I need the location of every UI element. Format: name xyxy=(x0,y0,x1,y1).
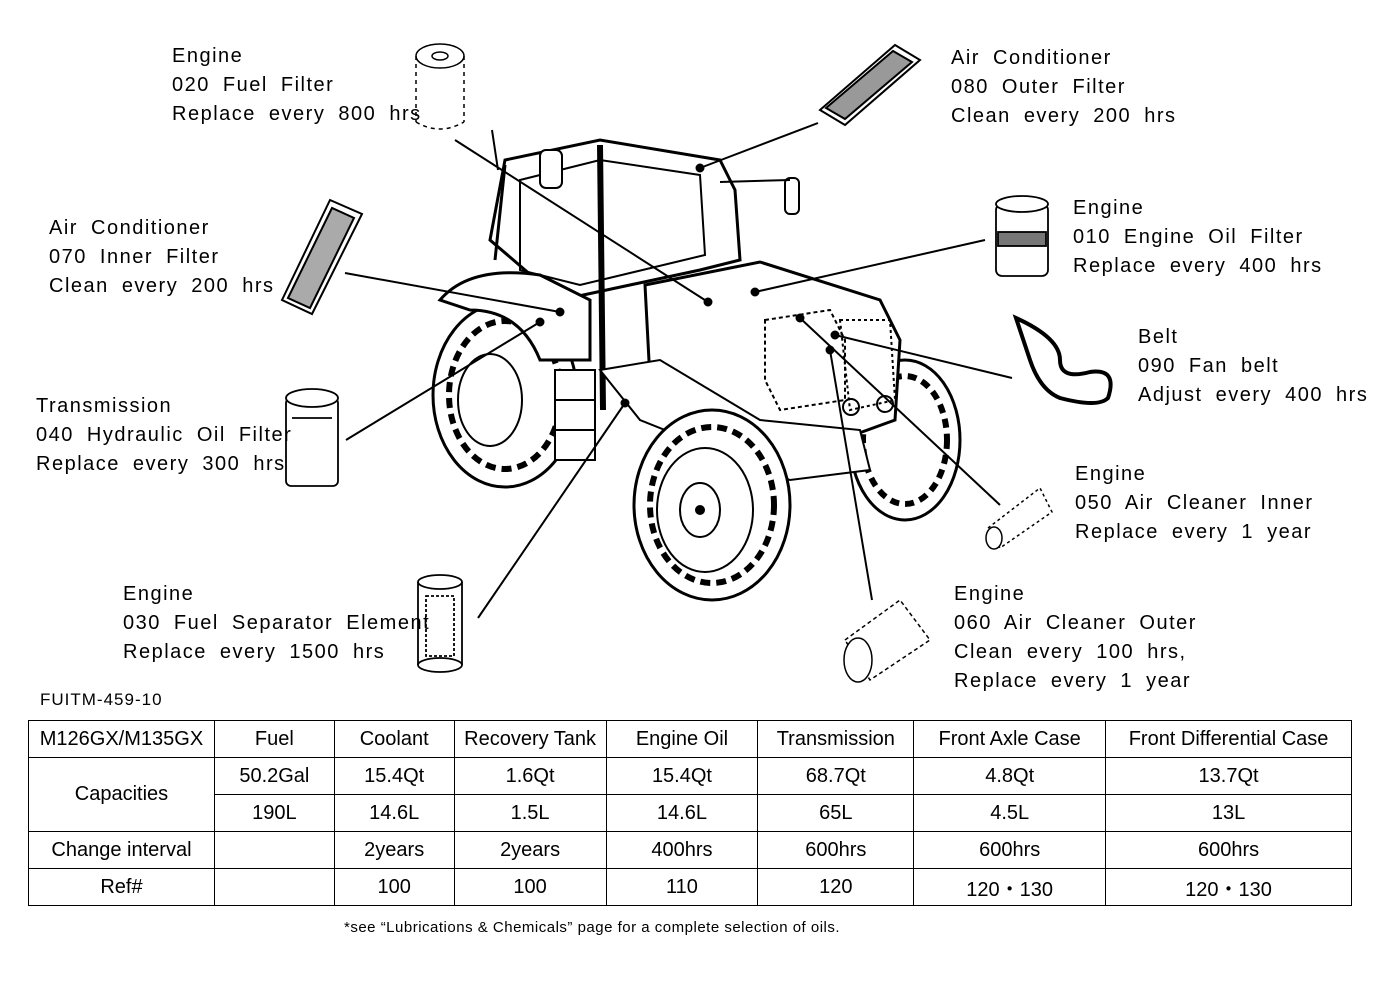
table-cell: 600hrs xyxy=(1105,831,1352,869)
table-header-row: M126GX/M135GX Fuel Coolant Recovery Tank… xyxy=(28,720,1352,758)
callout-fan-belt: Belt 090 Fan belt Adjust every 400 hrs xyxy=(1138,323,1368,410)
table-row: 190L 14.6L 1.5L 14.6L 65L 4.5L 13L xyxy=(29,794,1352,832)
fan-belt-icon xyxy=(1012,314,1113,405)
hydraulic-filter-icon xyxy=(285,388,339,487)
callout-part: 060 Air Cleaner Outer xyxy=(954,612,1197,634)
callout-system: Engine xyxy=(1075,463,1147,485)
row-label: Ref# xyxy=(28,868,215,906)
callout-part: 090 Fan belt xyxy=(1138,355,1280,377)
callout-part: 080 Outer Filter xyxy=(951,76,1126,98)
table-cell: 4.8Qt xyxy=(913,757,1107,795)
table-row: Change interval 2years 2years 400hrs 600… xyxy=(28,831,1352,869)
callout-air-cleaner-inner: Engine 050 Air Cleaner Inner Replace eve… xyxy=(1075,460,1314,547)
table-cell: 2years xyxy=(333,831,455,869)
fuel-separator-icon xyxy=(417,574,463,673)
footnote: *see “Lubrications & Chemicals” page for… xyxy=(344,919,841,936)
table-cell: 120・130 xyxy=(913,868,1107,906)
table-cell: 15.4Qt xyxy=(605,757,759,795)
table-cell: 13L xyxy=(1105,794,1352,832)
table-cell: 120 xyxy=(757,868,915,906)
outer-filter-icon xyxy=(818,43,922,127)
callout-system: Engine xyxy=(123,583,195,605)
table-cell: 14.6L xyxy=(333,794,455,832)
table-cell: 400hrs xyxy=(605,831,759,869)
callout-part: 050 Air Cleaner Inner xyxy=(1075,492,1314,514)
table-row: Capacities 50.2Gal 15.4Qt 1.6Qt 15.4Qt 6… xyxy=(28,757,1352,832)
header-cell: Engine Oil xyxy=(605,720,759,758)
callout-part: 040 Hydraulic Oil Filter xyxy=(36,424,293,446)
table-cell: 13.7Qt xyxy=(1105,757,1352,795)
air-cleaner-outer-icon xyxy=(843,598,932,683)
callout-action: Clean every 200 hrs xyxy=(49,275,275,297)
callout-fuel-filter: Engine 020 Fuel Filter Replace every 800… xyxy=(172,42,422,129)
callout-system: Engine xyxy=(1073,197,1145,219)
leader-lines xyxy=(344,122,1013,619)
inner-filter-icon xyxy=(280,198,364,316)
callout-part: 020 Fuel Filter xyxy=(172,74,335,96)
callout-oil-filter: Engine 010 Engine Oil Filter Replace eve… xyxy=(1073,194,1323,281)
table-cell: 600hrs xyxy=(757,831,915,869)
callout-fuel-separator: Engine 030 Fuel Separator Element Replac… xyxy=(123,580,430,667)
oil-filter-icon xyxy=(995,195,1049,277)
table-cell: 100 xyxy=(453,868,607,906)
table-cell: 100 xyxy=(333,868,455,906)
callout-system: Air Conditioner xyxy=(951,47,1112,69)
callout-part: 010 Engine Oil Filter xyxy=(1073,226,1304,248)
callout-action: Clean every 200 hrs xyxy=(951,105,1177,127)
callout-action: Replace every 300 hrs xyxy=(36,453,286,475)
callout-system: Air Conditioner xyxy=(49,217,210,239)
table-cell: 600hrs xyxy=(913,831,1107,869)
header-cell: Recovery Tank xyxy=(453,720,607,758)
callout-action-secondary: Replace every 1 year xyxy=(954,670,1191,692)
table-cell: 50.2Gal xyxy=(213,757,335,795)
capacities-table: M126GX/M135GX Fuel Coolant Recovery Tank… xyxy=(28,720,1352,906)
tractor-maintenance-diagram xyxy=(280,43,1113,683)
callout-action: Clean every 100 hrs, xyxy=(954,641,1187,663)
air-cleaner-inner-icon xyxy=(985,486,1053,550)
table-cell: 14.6L xyxy=(605,794,759,832)
callout-system: Transmission xyxy=(36,395,173,417)
table-cell: 68.7Qt xyxy=(757,757,915,795)
model-cell: M126GX/M135GX xyxy=(28,720,215,758)
header-cell: Coolant xyxy=(333,720,455,758)
callout-system: Belt xyxy=(1138,326,1179,348)
table-cell: 65L xyxy=(757,794,915,832)
header-cell: Front Axle Case xyxy=(913,720,1107,758)
table-cell: 190L xyxy=(213,794,335,832)
row-label: Capacities xyxy=(28,757,215,832)
table-cell: 4.5L xyxy=(913,794,1107,832)
callout-air-cleaner-outer: Engine 060 Air Cleaner Outer Clean every… xyxy=(954,580,1197,696)
table-cell xyxy=(213,831,335,869)
fuel-filter-icon xyxy=(415,43,465,130)
callout-system: Engine xyxy=(954,583,1026,605)
callout-part: 030 Fuel Separator Element xyxy=(123,612,431,634)
header-cell: Fuel xyxy=(213,720,335,758)
table-cell: 15.4Qt xyxy=(333,757,455,795)
row-label: Change interval xyxy=(28,831,215,869)
document-reference: FUITM-459-10 xyxy=(40,690,163,709)
callout-system: Engine xyxy=(172,45,244,67)
table-cell: 1.5L xyxy=(453,794,607,832)
table-cell: 2years xyxy=(453,831,607,869)
header-cell: Front Differential Case xyxy=(1105,720,1352,758)
header-cell: Transmission xyxy=(757,720,915,758)
table-row: Ref# 100 100 110 120 120・130 120・130 xyxy=(28,868,1352,906)
callout-action: Replace every 800 hrs xyxy=(172,103,422,125)
callout-action: Replace every 400 hrs xyxy=(1073,255,1323,277)
callout-action: Replace every 1 year xyxy=(1075,521,1312,543)
table-cell: 110 xyxy=(605,868,759,906)
table-cell xyxy=(213,868,335,906)
callout-hydraulic-filter: Transmission 040 Hydraulic Oil Filter Re… xyxy=(36,392,292,479)
callout-inner-filter: Air Conditioner 070 Inner Filter Clean e… xyxy=(49,214,274,301)
callout-part: 070 Inner Filter xyxy=(49,246,220,268)
tractor-illustration xyxy=(431,129,962,602)
table-cell: 1.6Qt xyxy=(453,757,607,795)
callout-action: Replace every 1500 hrs xyxy=(123,641,386,663)
callout-outer-filter: Air Conditioner 080 Outer Filter Clean e… xyxy=(951,44,1176,131)
table-cell: 120・130 xyxy=(1105,868,1352,906)
callout-action: Adjust every 400 hrs xyxy=(1138,384,1369,406)
